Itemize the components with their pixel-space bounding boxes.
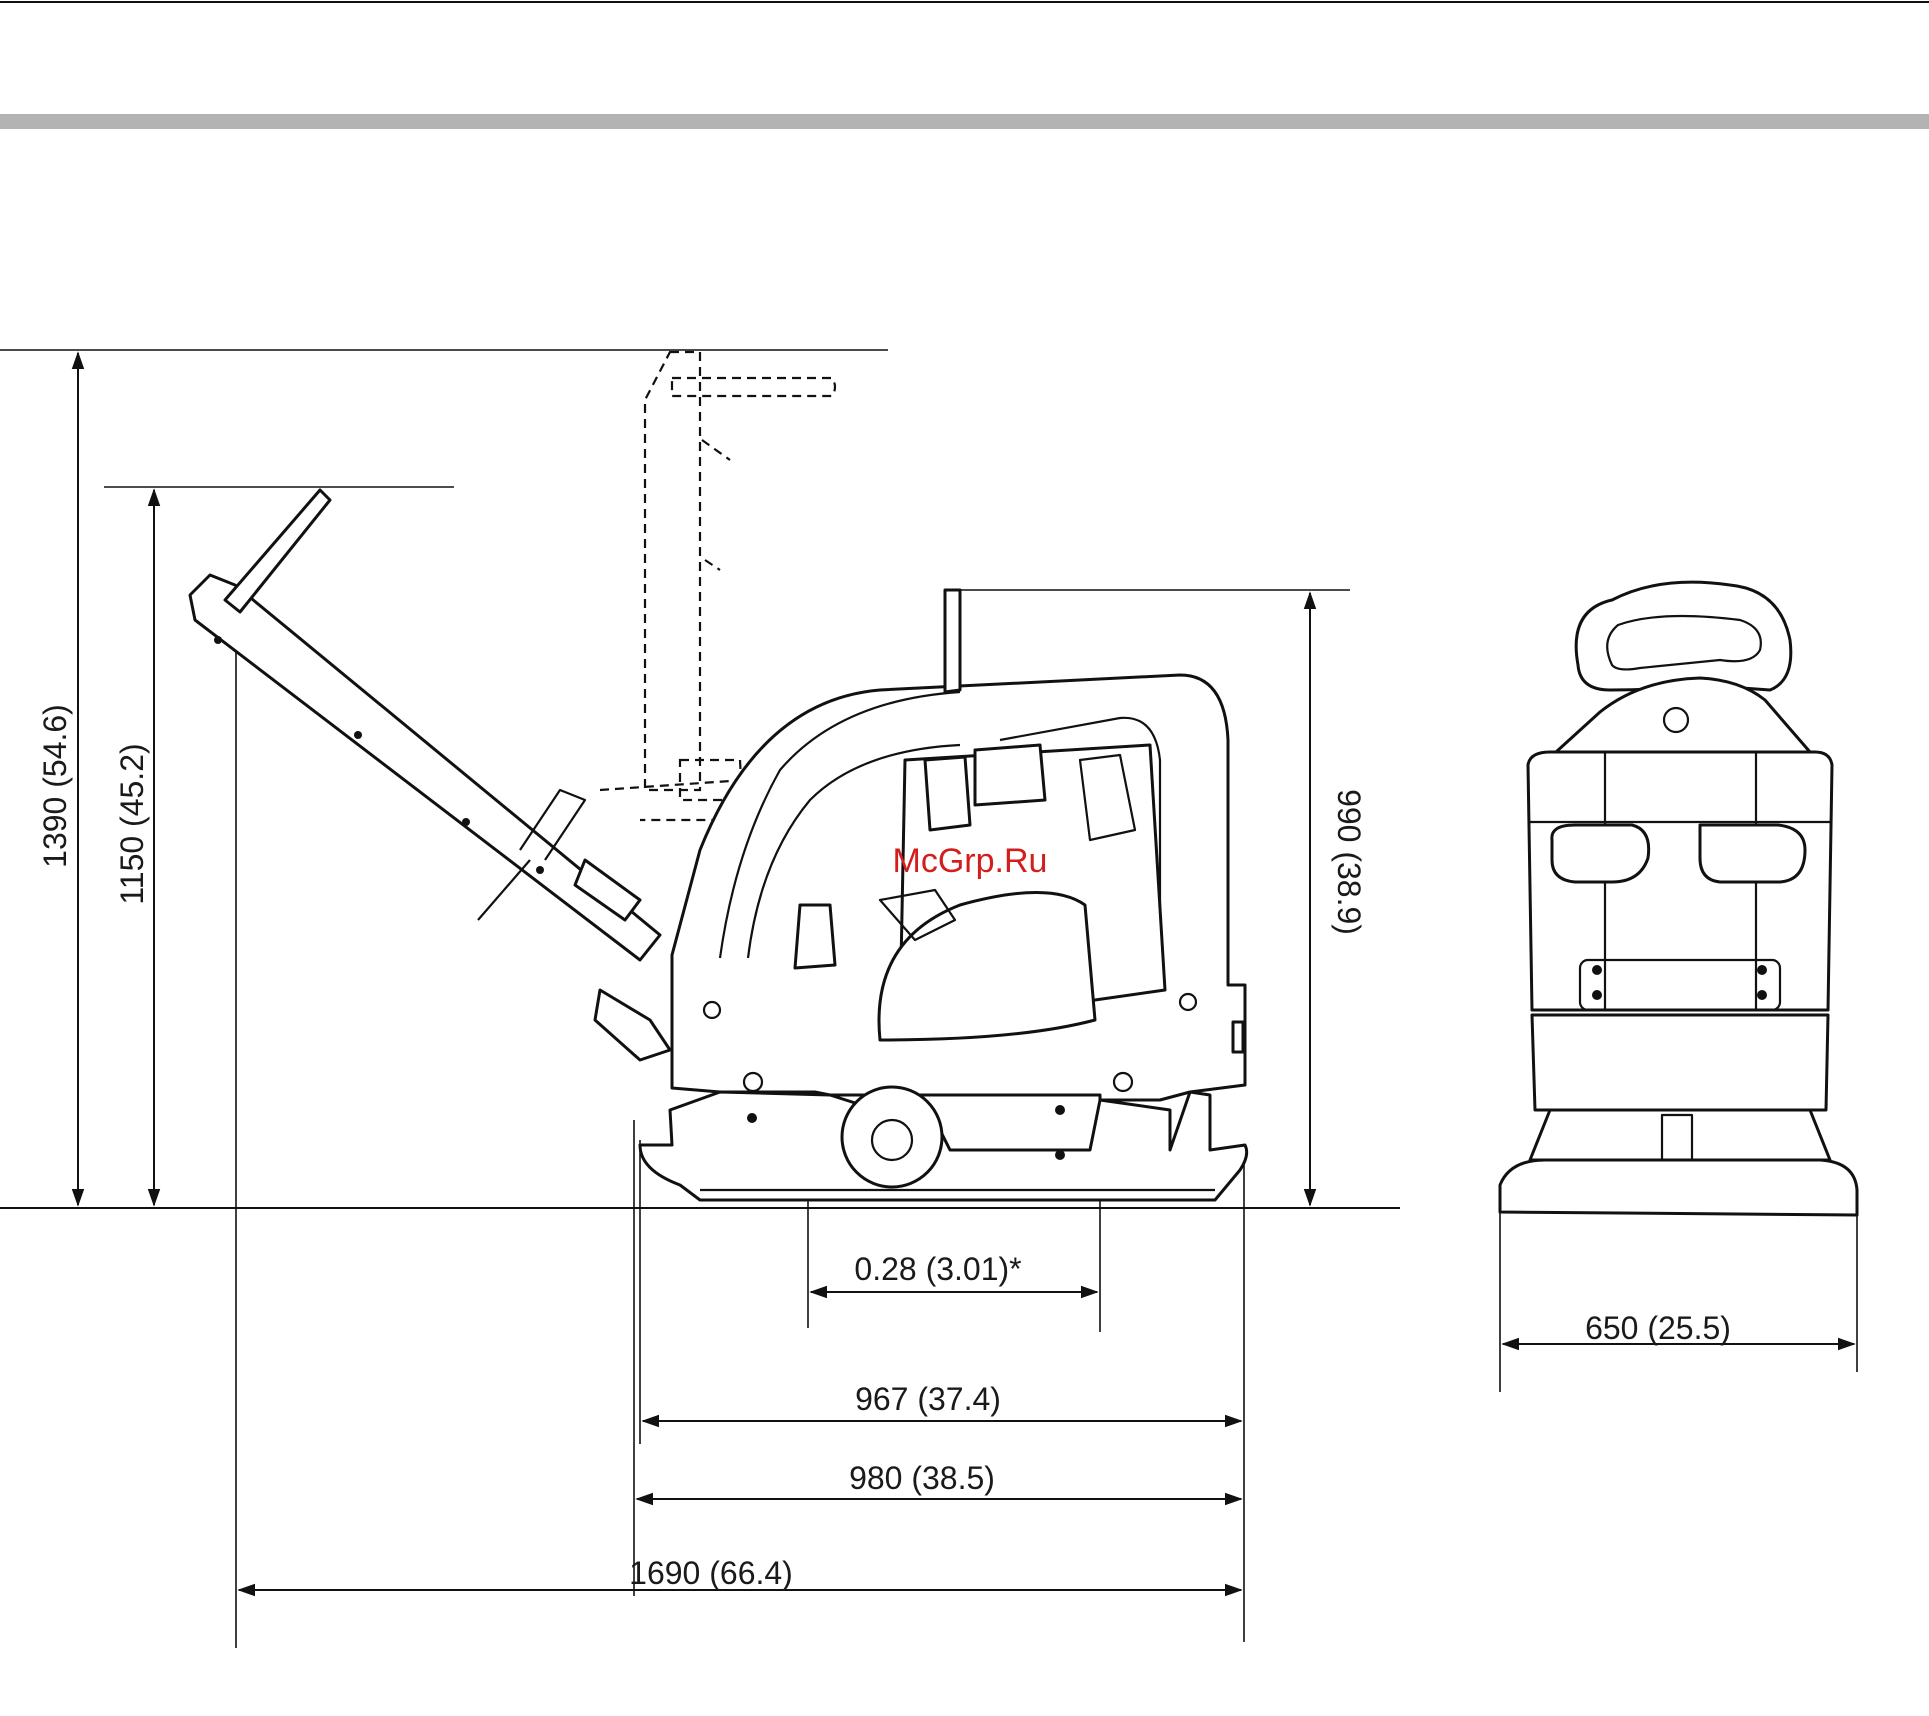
label-length-total: 1690 (66.4): [629, 1555, 793, 1591]
label-height-machine: 990 (38.9): [1331, 789, 1367, 935]
header-rule: [0, 114, 1929, 129]
front-view-drawing: [1500, 582, 1857, 1215]
label-width-front: 650 (25.5): [1585, 1310, 1731, 1346]
label-stroke: 0.28 (3.01)*: [854, 1251, 1021, 1287]
label-length-machine: 980 (38.5): [849, 1460, 995, 1496]
label-height-handle: 1150 (45.2): [114, 743, 150, 904]
label-length-plate: 967 (37.4): [855, 1381, 1001, 1417]
label-height-total: 1390 (54.6): [37, 704, 73, 868]
watermark: McGrp.Ru: [893, 842, 1048, 880]
side-view-drawing: [190, 352, 1247, 1200]
